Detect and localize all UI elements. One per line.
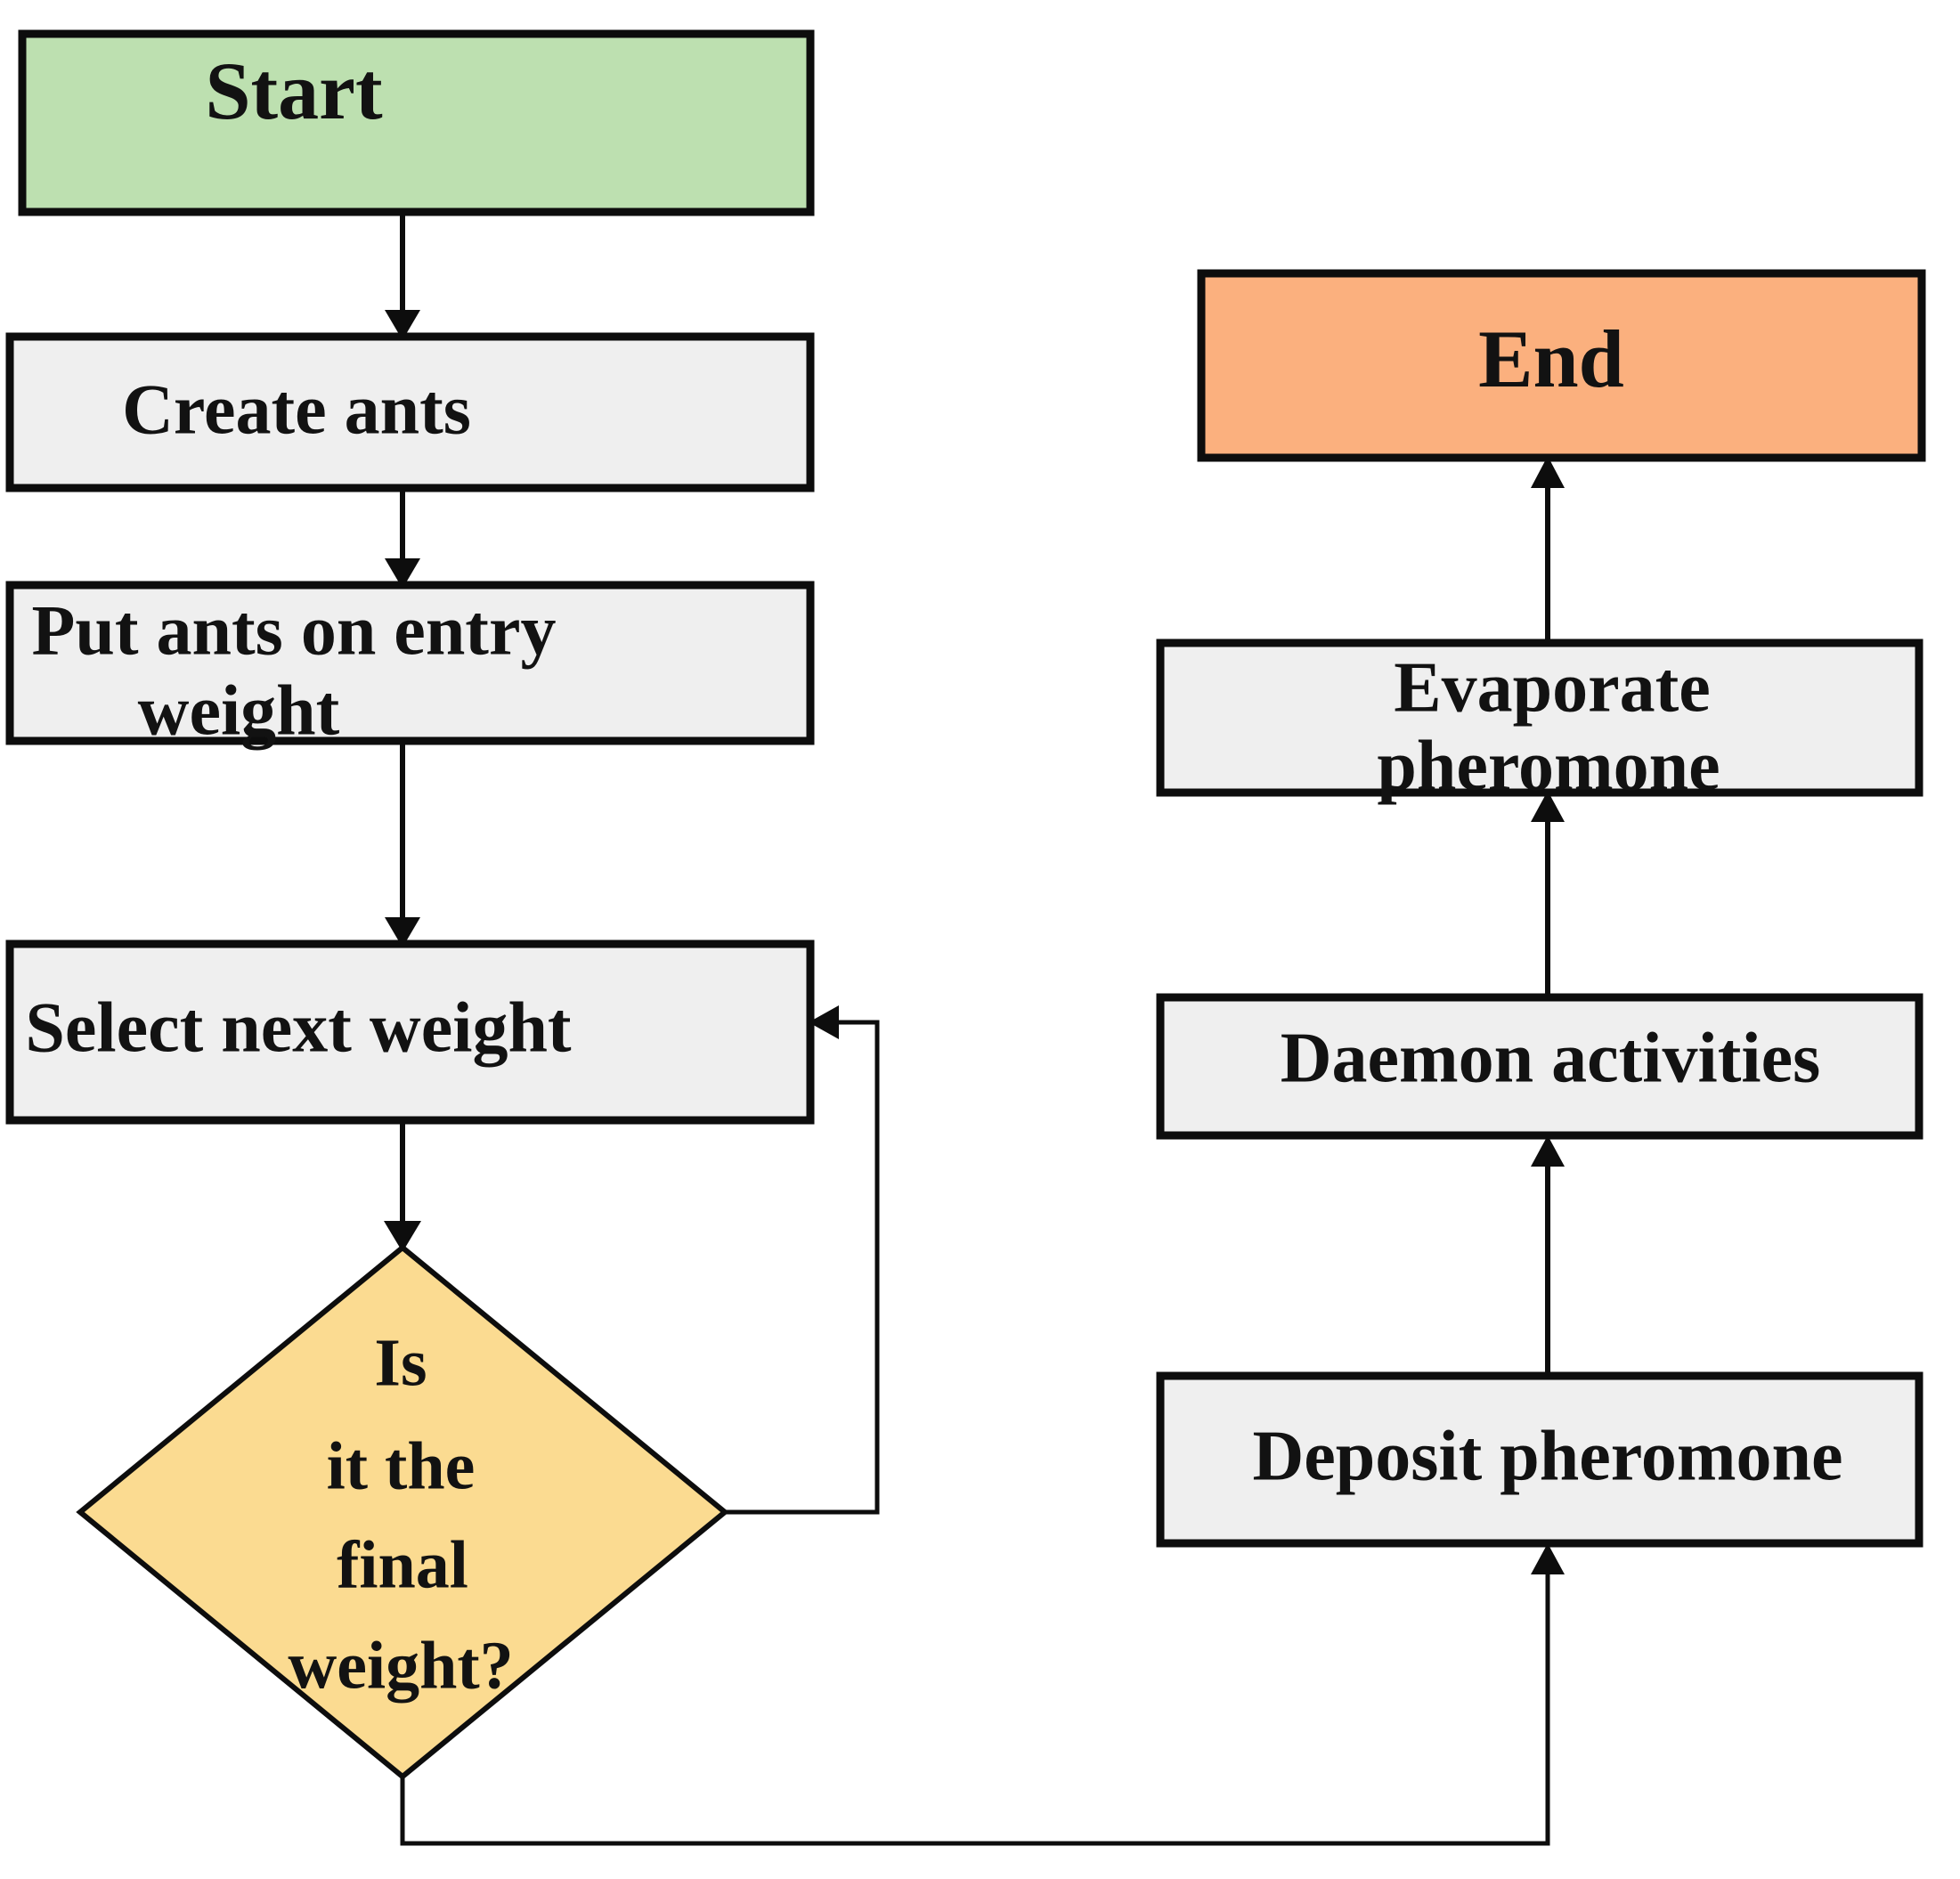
evaporate-pheromone-label-line2: pheromone xyxy=(1377,727,1720,805)
edge-put-ants-to-select-next-weight xyxy=(385,741,420,948)
arrow-head-icon xyxy=(809,1005,839,1039)
put-ants-on-entry-weight-label-line2: weight xyxy=(138,671,340,750)
select-next-weight-label: Select next weight xyxy=(25,988,572,1067)
arrow-head-icon xyxy=(1531,791,1565,822)
node-evaporate-pheromone[interactable]: Evaporate pheromone xyxy=(1156,639,1923,805)
node-deposit-pheromone[interactable]: Deposit pheromone xyxy=(1156,1371,1923,1548)
select-next-weight-box[interactable] xyxy=(5,940,815,1125)
node-daemon-activities[interactable]: Daemon activities xyxy=(1156,993,1923,1140)
node-select-next-weight[interactable]: Select next weight xyxy=(5,940,815,1125)
node-end[interactable]: End xyxy=(1197,269,1926,462)
put-ants-on-entry-weight-box[interactable] xyxy=(5,581,815,745)
edge-decision-loop-back-to-select-next-weight xyxy=(723,1005,880,1515)
deposit-pheromone-box[interactable] xyxy=(1156,1371,1923,1548)
arrow-head-icon xyxy=(1531,1543,1565,1574)
node-put-ants-on-entry-weight[interactable]: Put ants on entry weight xyxy=(5,581,815,750)
is-it-the-final-weight-label-line4: weight? xyxy=(288,1628,513,1703)
edge-select-next-weight-to-decision xyxy=(384,1120,421,1252)
is-it-the-final-weight-label-line3: final xyxy=(337,1527,468,1602)
daemon-activities-label: Daemon activities xyxy=(1281,1019,1821,1097)
create-ants-label: Create ants xyxy=(122,370,471,449)
put-ants-on-entry-weight-label-line1: Put ants on entry xyxy=(32,591,557,670)
node-start[interactable]: Start xyxy=(18,29,815,216)
daemon-activities-box[interactable] xyxy=(1156,993,1923,1140)
edge-evaporate-pheromone-to-end xyxy=(1531,456,1565,643)
is-it-the-final-weight-label-line1: Is xyxy=(374,1325,427,1400)
arrow-head-icon xyxy=(1531,456,1565,488)
edge-decision-to-deposit-pheromone xyxy=(400,1543,1565,1846)
start-box[interactable] xyxy=(18,29,815,216)
edge-daemon-activities-to-evaporate-pheromone xyxy=(1531,791,1565,997)
node-create-ants[interactable]: Create ants xyxy=(5,332,815,492)
node-is-it-the-final-weight[interactable]: Is it the final weight? xyxy=(76,1244,729,1780)
edge-deposit-pheromone-to-daemon-activities xyxy=(1531,1135,1565,1376)
is-it-the-final-weight-diamond[interactable] xyxy=(76,1244,729,1780)
create-ants-box[interactable] xyxy=(5,332,815,492)
arrow-head-icon xyxy=(385,917,420,948)
arrow-head-icon xyxy=(385,558,420,589)
edge-create-ants-to-put-ants xyxy=(385,488,420,589)
arrow-head-icon xyxy=(384,1221,421,1252)
deposit-pheromone-label: Deposit pheromone xyxy=(1253,1417,1843,1495)
arrow-head-icon xyxy=(385,310,420,340)
end-label: End xyxy=(1478,313,1624,404)
edge-start-to-create-ants xyxy=(385,212,420,340)
evaporate-pheromone-box[interactable] xyxy=(1156,639,1923,797)
is-it-the-final-weight-label-line2: it the xyxy=(327,1428,476,1503)
evaporate-pheromone-label-line1: Evaporate xyxy=(1394,648,1711,727)
end-box[interactable] xyxy=(1197,269,1926,462)
start-label: Start xyxy=(205,45,383,136)
arrow-head-icon xyxy=(1531,1135,1565,1167)
